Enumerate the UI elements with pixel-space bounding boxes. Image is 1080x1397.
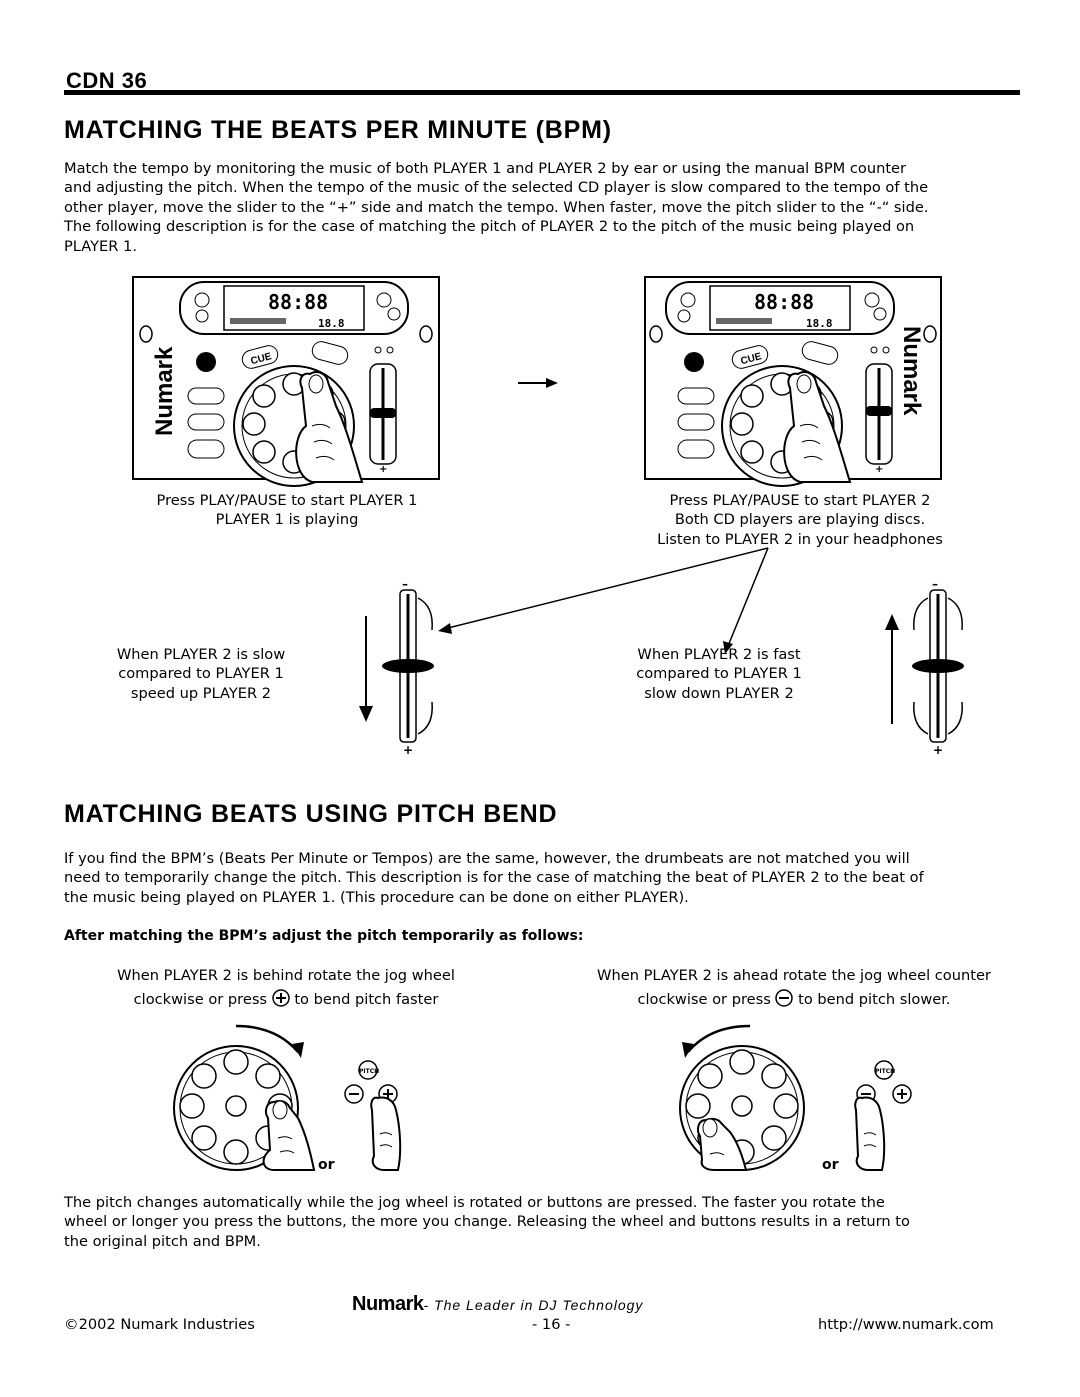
or-label: or: [318, 1157, 335, 1173]
caption-line: speed up PLAYER 2: [130, 684, 272, 702]
slow-caption: When PLAYER 2 is slow compared to PLAYER…: [96, 645, 306, 703]
caption-line: Press PLAY/PAUSE to start PLAYER 1: [156, 492, 418, 509]
svg-text:+: +: [875, 464, 883, 475]
footer-brand: Numark- The Leader in DJ Technology: [352, 1293, 643, 1316]
svg-text:+: +: [379, 464, 387, 475]
intro-line: need to temporarily change the pitch. Th…: [64, 869, 924, 887]
closing-line: the original pitch and BPM.: [64, 1232, 261, 1250]
intro-line: PLAYER 1.: [64, 237, 137, 255]
lcd-pitch: 18.8: [806, 317, 833, 330]
player1-caption: Press PLAY/PAUSE to start PLAYER 1 PLAYE…: [130, 491, 444, 530]
caption-line: When PLAYER 2 is fast: [637, 646, 801, 663]
fast-caption: When PLAYER 2 is fast compared to PLAYER…: [614, 645, 824, 703]
pointer-lines: [438, 547, 769, 654]
minus-button-icon: [775, 989, 794, 1007]
pitch-buttons-press-plus-illustration: PITCH: [344, 1060, 402, 1171]
closing-line: wheel or longer you press the buttons, t…: [64, 1213, 910, 1231]
caption-line: compared to PLAYER 1: [636, 665, 802, 683]
caption-line: slow down PLAYER 2: [644, 684, 794, 702]
header-rule: [64, 90, 1020, 95]
svg-text:+: +: [403, 743, 413, 757]
or-label: or: [822, 1157, 839, 1173]
slider-fast-illustration: – +: [885, 577, 964, 757]
intro-line: If you find the BPM’s (Beats Per Minute …: [64, 850, 910, 867]
brand-logo: Numark: [151, 346, 178, 436]
left-instruction: When PLAYER 2 is behind rotate the jog w…: [80, 964, 492, 1012]
closing-line: The pitch changes automatically while th…: [64, 1194, 885, 1211]
plus-button-icon: [271, 989, 290, 1007]
instruction-line: When PLAYER 2 is behind rotate the jog w…: [117, 967, 455, 984]
jog-wheel-clockwise-illustration: [173, 1024, 316, 1171]
pitch-bend-subheading: After matching the BPM’s adjust the pitc…: [64, 928, 584, 944]
intro-line: the music being played on PLAYER 1. (Thi…: [64, 888, 689, 906]
footer-copyright: ©2002 Numark Industries: [64, 1316, 255, 1333]
svg-text:+: +: [933, 743, 943, 757]
player1-illustration: 88:88 18.8 Numark CUE +: [132, 276, 440, 487]
caption-line: compared to PLAYER 1: [118, 665, 284, 683]
svg-text:CUE: CUE: [250, 351, 274, 367]
section2-intro: If you find the BPM’s (Beats Per Minute …: [64, 849, 1024, 907]
section-title-bpm: MATCHING THE BEATS PER MINUTE (BPM): [64, 116, 612, 144]
caption-line: PLAYER 1 is playing: [215, 511, 359, 529]
section1-intro: Match the tempo by monitoring the music …: [64, 159, 1024, 256]
slider-slow-illustration: – +: [359, 577, 434, 757]
intro-line: other player, move the slider to the “+”…: [64, 198, 929, 216]
lcd-time: 88:88: [754, 290, 814, 314]
player2-caption: Press PLAY/PAUSE to start PLAYER 2 Both …: [620, 491, 980, 549]
instruction-line: When PLAYER 2 is ahead rotate the jog wh…: [597, 967, 991, 984]
pitch-buttons-press-minus-illustration: PITCH: [854, 1060, 912, 1171]
caption-line: When PLAYER 2 is slow: [116, 646, 286, 663]
lcd-pitch: 18.8: [318, 317, 345, 330]
footer-logo: Numark: [352, 1293, 424, 1315]
svg-text:–: –: [932, 577, 938, 591]
caption-line: Press PLAY/PAUSE to start PLAYER 2: [669, 492, 931, 509]
instruction-line: clockwise or press to bend pitch slower.: [637, 989, 951, 1008]
brand-logo: Numark: [898, 326, 925, 416]
player2-illustration: 88:88 18.8 Numark CUE +: [644, 276, 942, 487]
section-title-pitch-bend: MATCHING BEATS USING PITCH BEND: [64, 800, 558, 828]
model-name: CDN 36: [66, 68, 148, 93]
intro-line: and adjusting the pitch. When the tempo …: [64, 179, 929, 197]
footer-url[interactable]: http://www.numark.com: [818, 1316, 994, 1333]
caption-line: Listen to PLAYER 2 in your headphones: [657, 530, 943, 548]
footer-page-number: - 16 -: [532, 1316, 571, 1333]
sequence-arrow: [518, 378, 558, 388]
section2-closing: The pitch changes automatically while th…: [64, 1193, 1024, 1251]
intro-line: Match the tempo by monitoring the music …: [64, 160, 907, 177]
svg-text:CUE: CUE: [740, 351, 764, 367]
caption-line: Both CD players are playing discs.: [674, 511, 926, 529]
instruction-line: clockwise or press to bend pitch faster: [133, 989, 439, 1008]
svg-text:PITCH: PITCH: [359, 1068, 379, 1075]
right-instruction: When PLAYER 2 is ahead rotate the jog wh…: [570, 964, 1018, 1012]
svg-text:PITCH: PITCH: [875, 1068, 895, 1075]
footer-tagline: - The Leader in DJ Technology: [423, 1297, 644, 1313]
jog-wheel-counterclockwise-illustration: [679, 1024, 805, 1171]
lcd-time: 88:88: [268, 290, 328, 314]
svg-text:–: –: [402, 577, 408, 591]
intro-line: The following description is for the cas…: [64, 218, 915, 236]
